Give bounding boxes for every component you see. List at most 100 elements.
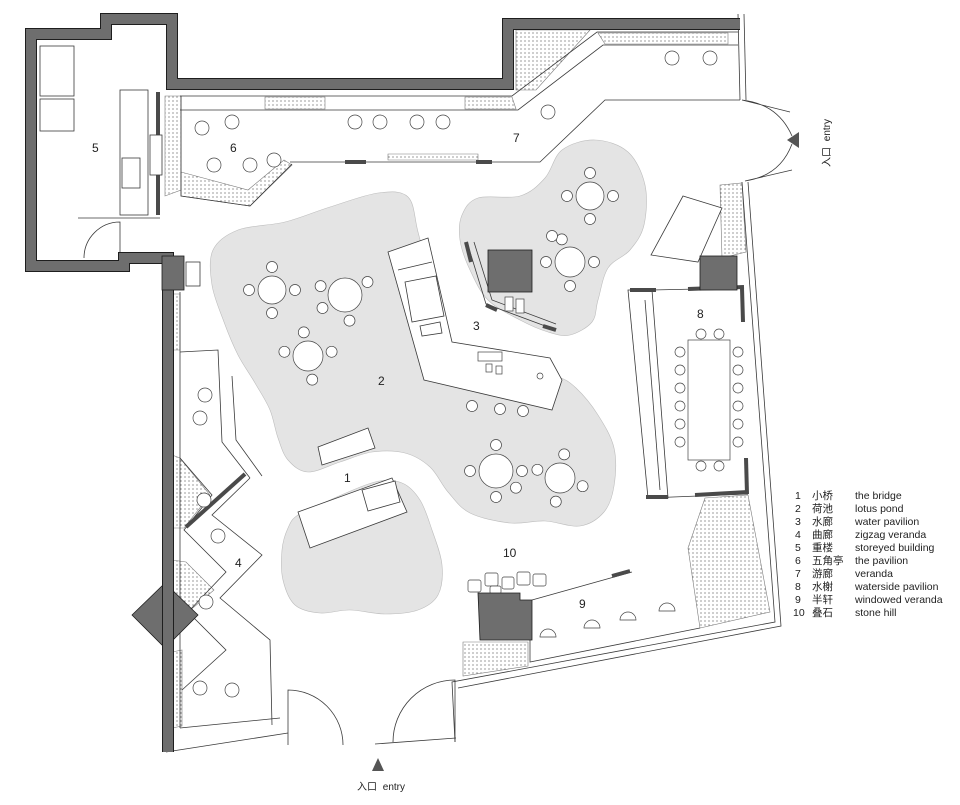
stool (372, 114, 388, 130)
chair (266, 261, 278, 273)
entries: 入口 entry 入口 entry (357, 119, 833, 793)
room-label-1: 1 (344, 471, 351, 485)
cabinet-a (39, 45, 75, 97)
planter-veranda-a (264, 96, 326, 110)
planter-zigzag-b (171, 454, 211, 529)
stool (540, 104, 556, 120)
legend-num: 9 (795, 594, 801, 606)
chair (306, 373, 319, 386)
round-table (575, 181, 605, 211)
south-boundary-a (165, 732, 289, 753)
east-boundary-b (457, 181, 782, 689)
pavilion-8-post-e (694, 490, 749, 497)
pavilion-8-post-f (744, 457, 749, 495)
waterside-pavilion-west-wall (627, 289, 669, 499)
rock (516, 571, 531, 586)
legend-num: 4 (795, 529, 801, 541)
legend-num: 10 (793, 607, 805, 619)
tables-and-chairs (192, 50, 744, 698)
chair (695, 328, 707, 340)
round-table (544, 462, 576, 494)
round-table (478, 453, 514, 489)
chair (674, 382, 686, 394)
south-entry-label: 入口 entry (357, 782, 405, 793)
chair (466, 400, 478, 412)
chair (732, 346, 744, 358)
zigzag-top-line (179, 349, 251, 479)
chair (674, 346, 686, 358)
planter-pavilion-left (164, 95, 182, 197)
chair (549, 495, 562, 508)
pavilion-8-post-c (740, 287, 745, 323)
waterside-pavilion-window (644, 299, 661, 491)
east-entry-label: 入口 entry (822, 119, 833, 167)
legend-cn: 曲廊 (812, 528, 833, 541)
pavilion-8-core (699, 255, 738, 291)
rock (532, 573, 547, 587)
legend-cn: 游廊 (812, 567, 833, 580)
veranda-lower-line (290, 99, 740, 163)
planter-veranda-strip (387, 153, 479, 161)
legend-en: zigzag veranda (855, 529, 926, 541)
pavilion-3-post-a (464, 241, 473, 263)
windowed-veranda-window (611, 569, 631, 578)
south-boundary-b (179, 717, 281, 729)
legend-num: 5 (795, 542, 801, 554)
water-pavilion-partition (397, 261, 433, 271)
water-pavilion-counter (419, 321, 443, 337)
rock (467, 579, 482, 593)
pavilion-3-core (487, 249, 533, 293)
chair (490, 491, 502, 503)
legend-cn: 小桥 (812, 490, 833, 502)
chair (713, 328, 725, 340)
legend-cn: 叠石 (812, 607, 833, 619)
long-dining-table (687, 339, 731, 461)
pavilion-3-frame-inner (473, 241, 557, 325)
room-label-5: 5 (92, 141, 99, 155)
chair (732, 418, 744, 430)
pavilion-3-post-b (485, 303, 498, 312)
chair (325, 345, 338, 358)
stool (192, 680, 208, 696)
counter-sink (121, 157, 141, 189)
water-pavilion-seat-b (485, 363, 493, 373)
chair (289, 284, 301, 296)
chair (584, 213, 596, 225)
planter-top-band (597, 32, 729, 45)
south-entry-en: entry (383, 782, 405, 793)
room-labels: 1 2 3 4 5 6 7 8 9 10 (92, 131, 704, 611)
cabinet-b (39, 98, 75, 132)
round-table (554, 246, 586, 278)
south-door-right (392, 679, 456, 743)
legend-num: 1 (795, 490, 801, 502)
stool (664, 50, 680, 66)
legend-cn: 五角亭 (812, 554, 844, 567)
stone-hill (467, 571, 547, 595)
chair (713, 460, 725, 472)
wall-pier (161, 255, 185, 291)
chair (732, 400, 744, 412)
planter-south (462, 641, 529, 677)
chair (695, 460, 707, 472)
stool (197, 387, 213, 403)
chair (278, 345, 291, 358)
room-label-9: 9 (579, 597, 586, 611)
north-east-jamb-b (743, 13, 747, 101)
room-label-10: 10 (503, 546, 517, 560)
rock (501, 576, 515, 590)
stool (206, 157, 222, 173)
east-door-lower (744, 143, 793, 182)
door-frame-west (185, 261, 201, 287)
chair (516, 465, 528, 477)
legend-cn: 重楼 (812, 541, 833, 554)
pavilion-3-seat-a (504, 296, 514, 312)
water-pavilion-seat-a (477, 351, 503, 362)
east-entry-en: entry (822, 119, 833, 141)
planter-top-corner (515, 29, 591, 91)
chair (674, 436, 686, 448)
pavilion-8-stair (650, 195, 723, 263)
room-label-3: 3 (473, 319, 480, 333)
chair (584, 167, 596, 179)
stool (435, 114, 451, 130)
chair (576, 480, 589, 493)
